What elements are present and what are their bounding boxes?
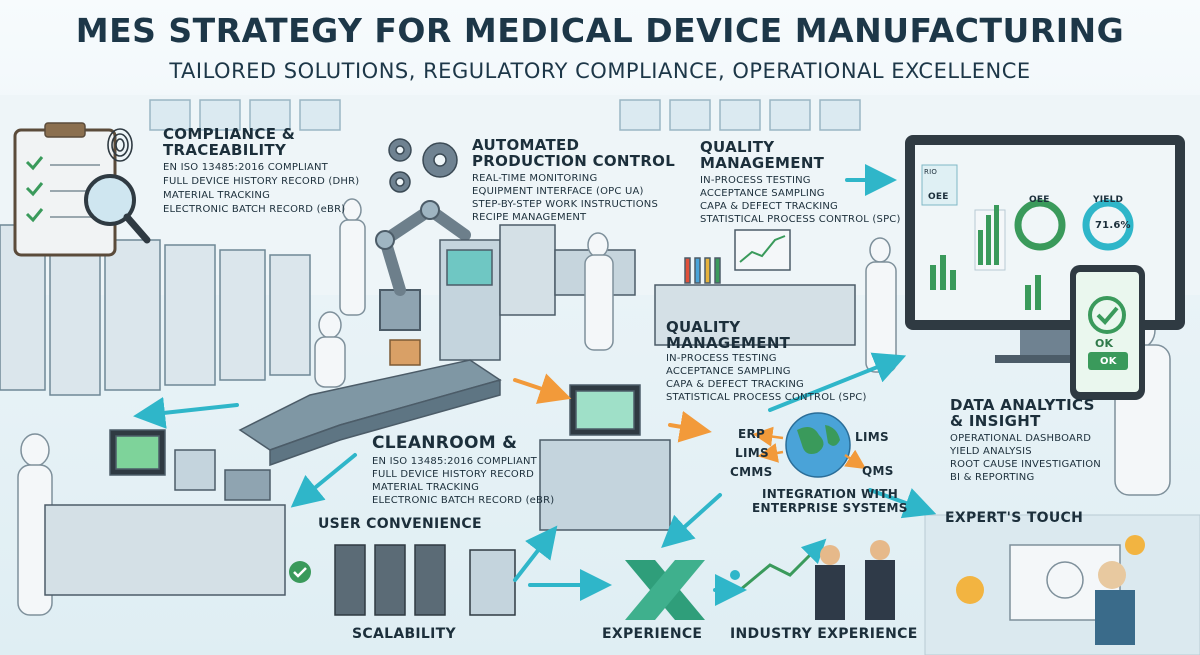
- tablet-device: [1070, 265, 1145, 400]
- gears-icon: [388, 138, 458, 193]
- automated-heading-2: PRODUCTION CONTROL: [472, 152, 676, 170]
- magnifier-icon: [84, 174, 151, 244]
- fingerprint-icon: [107, 128, 133, 162]
- integration-erp-label: ERP: [738, 427, 766, 441]
- quality-mid-item: CAPA & DEFECT TRACKING: [666, 379, 805, 390]
- integration-lims-label-right: LIMS: [855, 430, 889, 444]
- analytics-heading-2: & INSIGHT: [950, 412, 1041, 430]
- clipboard-icon: [13, 122, 117, 257]
- cleanroom-item: EN ISO 13485:2016 COMPLIANT: [372, 456, 537, 467]
- integration-heading-1: INTEGRATION WITH: [762, 487, 899, 501]
- analytics-item: OPERATIONAL DASHBOARD: [950, 433, 1092, 444]
- left-cabinets: [0, 224, 311, 396]
- quality-mid-heading-2: MANAGEMENT: [666, 334, 791, 352]
- dashboard-kpi-yield-value: 71.6%: [1095, 220, 1131, 231]
- cleanroom-item: MATERIAL TRACKING: [372, 482, 480, 493]
- x-logo-icon: [625, 560, 705, 620]
- compliance-heading-2: TRACEABILITY: [163, 141, 287, 159]
- automated-item: REAL-TIME MONITORING: [472, 173, 598, 184]
- server-racks: [334, 544, 516, 616]
- compliance-heading-1: COMPLIANCE &: [163, 125, 296, 143]
- analytics-heading-1: DATA ANALYTICS: [950, 396, 1095, 414]
- quality-top-item: STATISTICAL PROCESS CONTROL (SPC): [700, 214, 901, 225]
- analytics-item: YIELD ANALYSIS: [950, 446, 1032, 457]
- integration-lims-label: LIMS: [735, 446, 769, 460]
- flow-arrows: [133, 164, 937, 606]
- cleanroom-item: FULL DEVICE HISTORY RECORD: [372, 469, 535, 480]
- check-badge-icon: [289, 561, 311, 583]
- tablet-ok-button[interactable]: OK: [1100, 356, 1117, 367]
- compliance-item: FULL DEVICE HISTORY RECORD (DHR): [163, 176, 360, 187]
- left-workstation: [44, 429, 286, 596]
- automated-item: RECIPE MANAGEMENT: [472, 212, 587, 223]
- dashboard-monitor: [905, 135, 1185, 363]
- tablet-status-text: OK: [1095, 337, 1114, 350]
- compliance-item: MATERIAL TRACKING: [163, 190, 271, 201]
- lab-bench: [654, 229, 856, 346]
- dashboard-kpi-yield-label: YIELD: [1093, 195, 1124, 205]
- quality-top-heading-1: QUALITY: [700, 138, 775, 156]
- user-convenience-label: USER CONVENIENCE: [318, 516, 482, 532]
- cleanroom-item: ELECTRONIC BATCH RECORD (eBR): [372, 495, 555, 506]
- package-box: [389, 339, 421, 366]
- quality-mid-heading-1: QUALITY: [666, 318, 741, 336]
- compliance-item: ELECTRONIC BATCH RECORD (eBR): [163, 204, 346, 215]
- center-computer: [539, 384, 671, 531]
- quality-top-heading-2: MANAGEMENT: [700, 154, 825, 172]
- analytics-item: ROOT CAUSE INVESTIGATION: [950, 459, 1101, 470]
- quality-mid-item: STATISTICAL PROCESS CONTROL (SPC): [666, 392, 867, 403]
- page-subtitle: TAILORED SOLUTIONS, REGULATORY COMPLIANC…: [169, 59, 1031, 83]
- industry-experience-label: INDUSTRY EXPERIENCE: [730, 626, 918, 642]
- analytics-item: BI & REPORTING: [950, 472, 1035, 483]
- globe-icon: [785, 412, 851, 478]
- dashboard-kpi-oee-2: OEE: [1029, 195, 1050, 205]
- experience-label: EXPERIENCE: [602, 626, 703, 642]
- dashboard-kpi-oee-1: OEE: [928, 192, 949, 202]
- automated-item: STEP-BY-STEP WORK INSTRUCTIONS: [472, 199, 658, 210]
- dashboard-corner-label: RIO: [924, 168, 938, 176]
- integration-heading-2: ENTERPRISE SYSTEMS: [752, 501, 908, 515]
- robot-arm: [375, 200, 471, 331]
- handshake-figures: [815, 540, 895, 620]
- integration-qms-label: QMS: [862, 464, 894, 478]
- automated-item: EQUIPMENT INTERFACE (OPC UA): [472, 186, 644, 197]
- compliance-item: EN ISO 13485:2016 COMPLIANT: [163, 162, 328, 173]
- quality-top-item: CAPA & DEFECT TRACKING: [700, 201, 839, 212]
- page-title: MES STRATEGY FOR MEDICAL DEVICE MANUFACT…: [75, 11, 1125, 50]
- scalability-label: SCALABILITY: [352, 626, 456, 642]
- growth-line-icon: [730, 538, 827, 592]
- quality-mid-item: ACCEPTANCE SAMPLING: [666, 366, 791, 377]
- quality-top-item: IN-PROCESS TESTING: [700, 175, 811, 186]
- experts-touch-label: EXPERT'S TOUCH: [945, 510, 1084, 526]
- expert-panel: [924, 514, 1200, 655]
- automated-heading-1: AUTOMATED: [472, 136, 580, 154]
- conveyor-belt: [238, 359, 502, 467]
- integration-arrows: [752, 426, 867, 470]
- quality-top-item: ACCEPTANCE SAMPLING: [700, 188, 825, 199]
- integration-cmms-label: CMMS: [730, 465, 773, 479]
- cleanroom-heading: CLEANROOM &: [372, 433, 518, 453]
- quality-mid-item: IN-PROCESS TESTING: [666, 353, 777, 364]
